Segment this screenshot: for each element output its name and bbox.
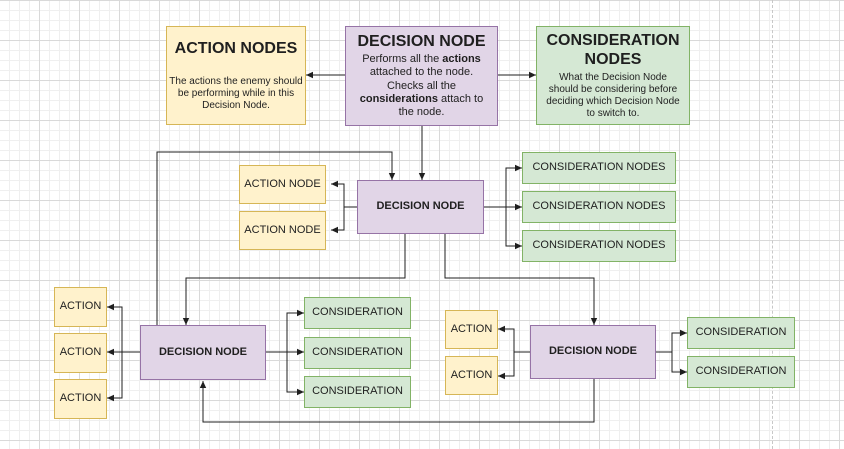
legend-consideration-nodes: CONSIDERATION NODES What the Decision No…: [536, 26, 690, 125]
legend-action-description: The actions the enemy should be performi…: [169, 76, 303, 112]
root-decision-node: DECISION NODE: [357, 180, 484, 234]
legend-consideration-description: What the Decision Node should be conside…: [546, 72, 680, 120]
edge-left-to-action-3: [107, 351, 140, 402]
legend-decision-node: DECISION NODE Performs all the actions a…: [345, 26, 498, 126]
edge-right-to-action-1: [498, 325, 530, 353]
edge-right-to-action-2: [498, 351, 530, 380]
root-consideration-node-1: CONSIDERATION NODES: [522, 152, 676, 184]
edge-left-back-to-root: [156, 151, 396, 325]
edge-right-back-to-left: [199, 379, 595, 423]
edge-left-to-action-1: [107, 303, 140, 353]
edge-root-to-consideration-3: [484, 206, 522, 250]
legend-decision-desc-actions: actions: [442, 53, 481, 66]
legend-consideration-title: CONSIDERATION NODES: [546, 31, 680, 68]
legend-action-title: ACTION NODES: [174, 39, 298, 57]
right-action-node-2: ACTION: [445, 356, 498, 395]
edge-root-to-action-2: [331, 206, 357, 234]
right-action-node-1: ACTION: [445, 310, 498, 349]
edge-left-to-consideration-1: [266, 309, 304, 353]
legend-decision-desc-part-3: attached to the node. Checks all the: [369, 66, 474, 92]
left-consideration-node-2: CONSIDERATION: [304, 337, 411, 369]
left-consideration-node-3: CONSIDERATION: [304, 376, 411, 408]
legend-decision-description: Performs all the actions attached to the…: [346, 53, 497, 119]
legend-decision-desc-part-1: Performs all the: [362, 53, 443, 66]
left-action-node-1: ACTION: [54, 287, 107, 327]
edge-root-to-consideration-1: [484, 164, 522, 208]
legend-decision-desc-considerations: considerations: [359, 92, 438, 105]
edge-root-to-action-1: [331, 180, 357, 208]
edge-root-to-left-decision: [182, 234, 406, 325]
left-action-node-3: ACTION: [54, 379, 107, 419]
edge-left-to-consideration-3: [266, 351, 304, 396]
legend-action-nodes: ACTION NODES The actions the enemy shoul…: [166, 26, 306, 125]
legend-decision-title: DECISION NODE: [357, 33, 486, 50]
left-consideration-node-1: CONSIDERATION: [304, 297, 411, 329]
page-boundary-guide: [772, 0, 773, 449]
root-consideration-node-3: CONSIDERATION NODES: [522, 230, 676, 262]
root-consideration-node-2: CONSIDERATION NODES: [522, 191, 676, 223]
right-decision-node: DECISION NODE: [530, 325, 656, 379]
edge-root-to-right-decision: [444, 234, 598, 325]
root-action-node-2: ACTION NODE: [239, 211, 326, 250]
left-decision-node: DECISION NODE: [140, 325, 266, 380]
right-consideration-node-1: CONSIDERATION: [687, 317, 795, 349]
left-action-node-2: ACTION: [54, 333, 107, 373]
legend-decision-desc-part-5: attach to the node.: [398, 92, 484, 118]
edge-right-to-consideration-2: [656, 351, 687, 376]
edge-right-to-consideration-1: [656, 329, 687, 353]
root-action-node-1: ACTION NODE: [239, 165, 326, 204]
right-consideration-node-2: CONSIDERATION: [687, 356, 795, 388]
